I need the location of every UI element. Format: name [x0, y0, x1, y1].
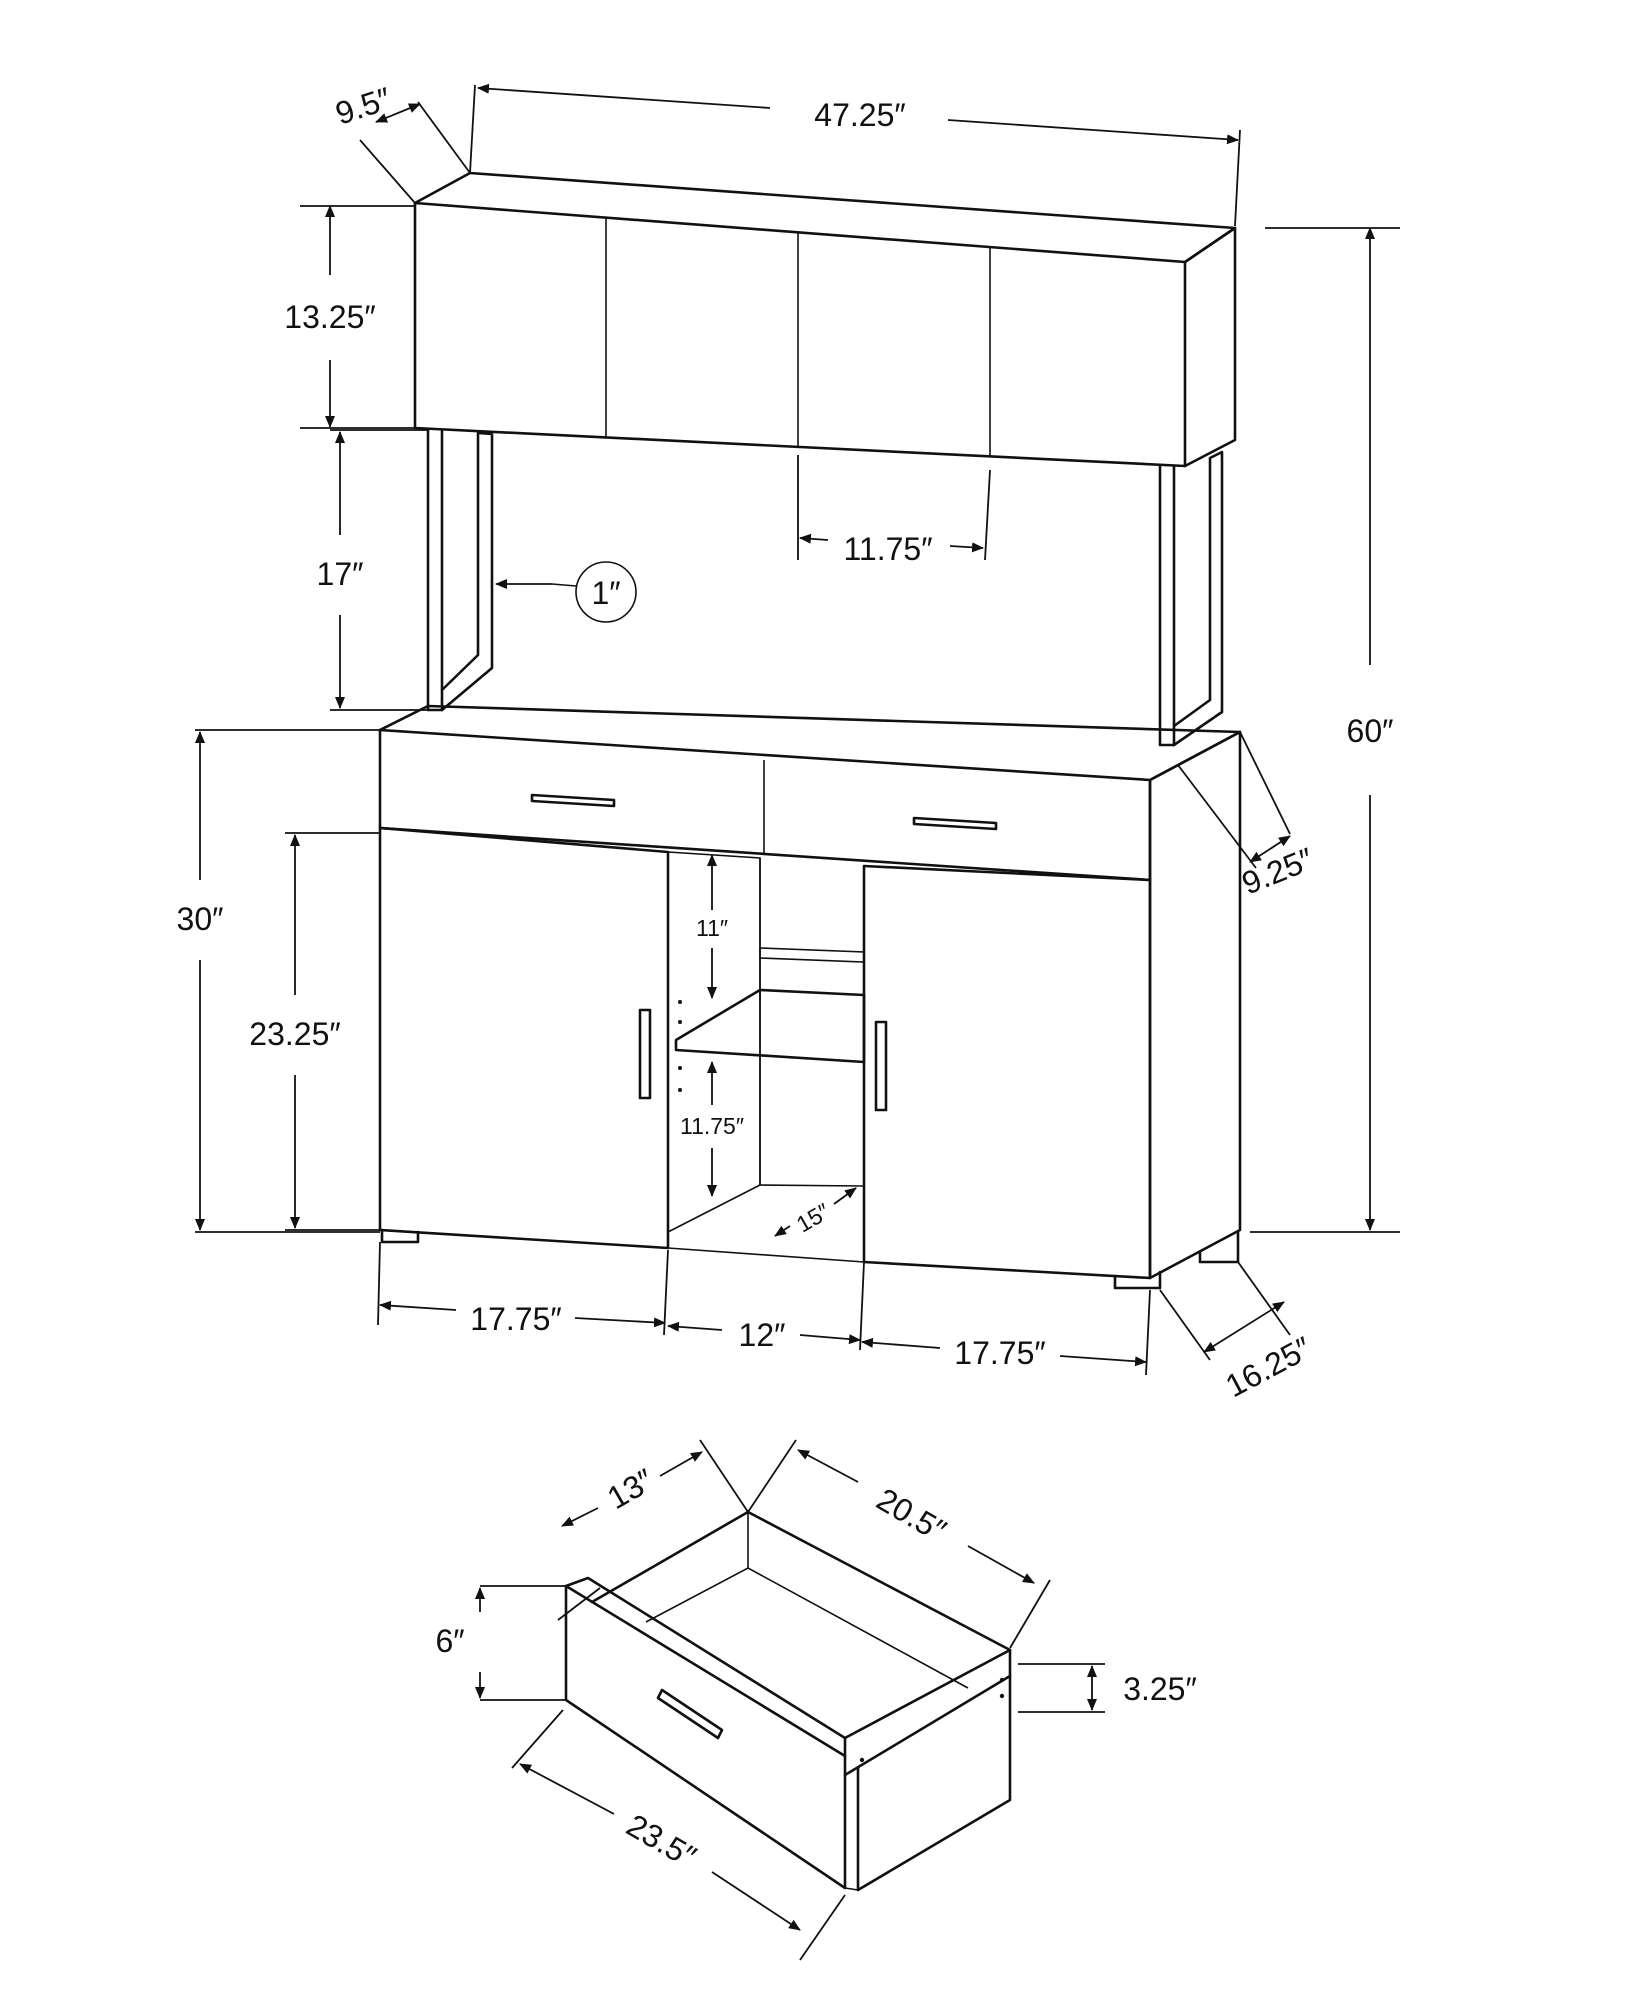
leg-thickness-label: 1″ — [591, 575, 620, 611]
hutch-right-leg — [1158, 450, 1224, 747]
extension-lines — [195, 84, 1400, 1961]
total-height-label: 60″ — [1347, 713, 1394, 749]
leg-thickness-callout — [575, 561, 637, 623]
drawer-depth-label: 20.5″ — [871, 1481, 953, 1549]
drawer-front-height-label: 6″ — [435, 1623, 464, 1659]
hutch-door-width-label: 11.75″ — [843, 531, 932, 567]
upper-shelf-gap-label: 11″ — [696, 915, 728, 941]
dimension-labels: 9.5″ 47.25″ 13.25″ 11.75″ 1″ 17″ 60″ 9.2… — [177, 80, 1394, 1875]
drawer-front-width-label: 23.5″ — [621, 1807, 703, 1875]
hutch-height-label: 13.25″ — [284, 299, 375, 335]
base-depth-label: 16.25″ — [1220, 1330, 1318, 1405]
drawer-side-height-label: 3.25″ — [1123, 1671, 1197, 1707]
base-cabinet — [378, 704, 1242, 1290]
total-width-label: 47.25″ — [814, 97, 905, 133]
left-door-width-label: 17.75″ — [470, 1301, 561, 1337]
hutch-left-leg — [426, 428, 494, 712]
hutch-clearance-label: 17″ — [317, 556, 364, 592]
cubby-width-label: 12″ — [739, 1317, 786, 1353]
drawer-width-label: 13″ — [601, 1462, 660, 1517]
door-height-label: 23.25″ — [249, 1016, 340, 1052]
hutch-depth-label: 9.5″ — [331, 80, 395, 131]
drawer-detail — [564, 1510, 1012, 1892]
right-door-width-label: 17.75″ — [954, 1335, 1045, 1371]
drawer-handle-left — [530, 793, 616, 808]
cubby-depth-label: 15″ — [792, 1198, 834, 1237]
dimension-arrows — [195, 83, 1375, 1931]
drawer-handle-right — [912, 816, 998, 831]
hutch-cabinet — [413, 171, 1237, 468]
base-height-label: 30″ — [177, 901, 224, 937]
door-handle-left — [638, 1008, 652, 1100]
lower-shelf-gap-label: 11.75″ — [680, 1113, 744, 1139]
door-handle-right — [874, 1020, 888, 1112]
shelf-depth-top-label: 9.25″ — [1237, 841, 1319, 902]
